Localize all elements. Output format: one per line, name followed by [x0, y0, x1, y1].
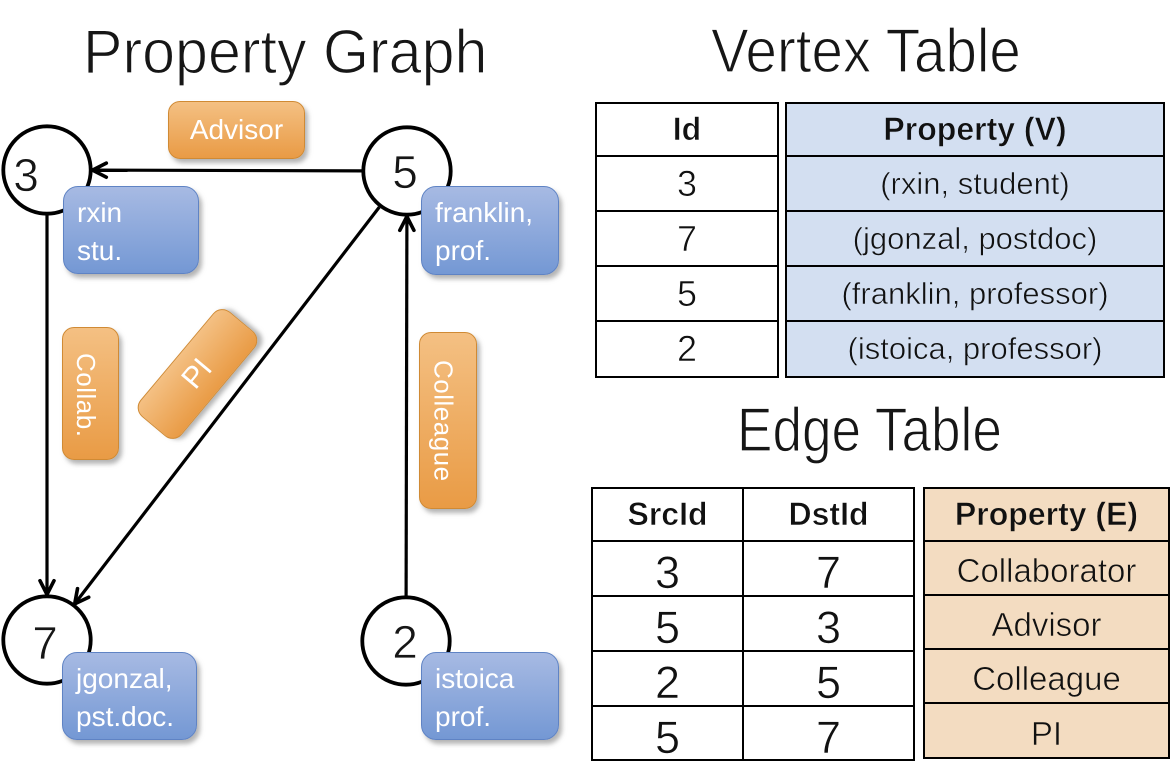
svg-text:2: 2	[392, 616, 418, 668]
svg-text:3: 3	[13, 149, 39, 201]
svg-text:7: 7	[32, 617, 58, 669]
svg-text:5: 5	[392, 146, 418, 198]
